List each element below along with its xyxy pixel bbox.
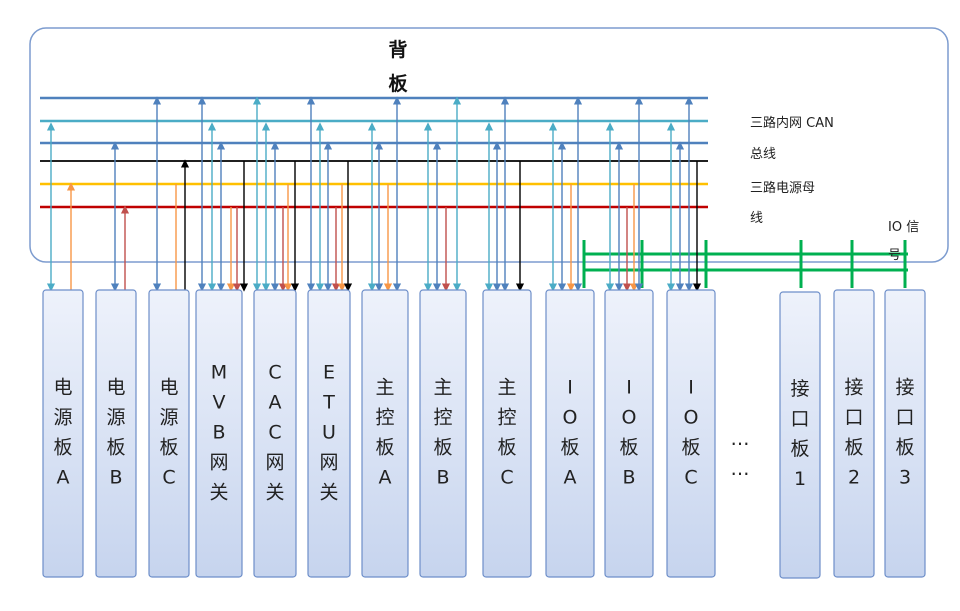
legend-can-line1: 三路内网 CAN bbox=[750, 115, 834, 131]
board-card-body bbox=[361, 289, 409, 578]
legend-can-line2: 总线 bbox=[750, 147, 776, 162]
board-card-body bbox=[195, 289, 243, 578]
board-card-body bbox=[42, 289, 84, 578]
legend-power-line2: 线 bbox=[750, 211, 763, 226]
board-card-body bbox=[482, 289, 532, 578]
legend-io-line1: IO 信 bbox=[888, 220, 919, 235]
board-card-body bbox=[884, 289, 926, 578]
ellipsis-row2: … bbox=[731, 458, 750, 480]
board-card-body bbox=[95, 289, 137, 578]
board-card-body bbox=[253, 289, 297, 578]
board-card-body bbox=[604, 289, 654, 578]
board-card-body bbox=[833, 289, 875, 578]
board-card-body bbox=[666, 289, 716, 578]
board-card-body bbox=[307, 289, 351, 578]
board-card-body bbox=[419, 289, 467, 578]
board-card-body bbox=[148, 289, 190, 578]
legend-power-line1: 三路电源母 bbox=[750, 180, 815, 196]
legend-io-line2: 号 bbox=[888, 248, 901, 263]
board-card-body bbox=[779, 291, 821, 579]
ellipsis-row1: … bbox=[731, 428, 750, 450]
connector-arrows bbox=[46, 96, 702, 292]
backplane-title-line2: 板 bbox=[388, 72, 408, 95]
board-card-body bbox=[545, 289, 595, 578]
backplane-title-line1: 背 bbox=[388, 38, 407, 61]
